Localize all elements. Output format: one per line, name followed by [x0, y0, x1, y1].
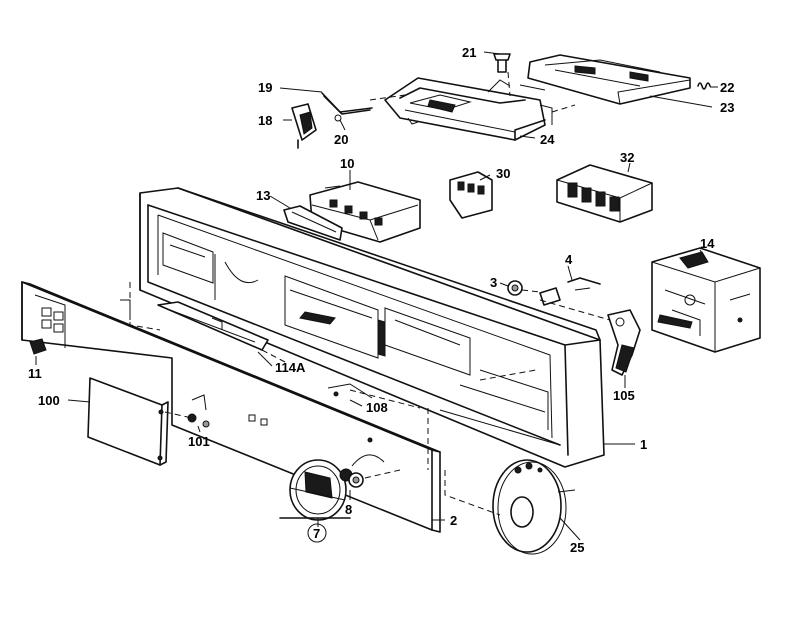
- label-21: 21: [462, 45, 476, 60]
- lever-105: [607, 309, 693, 376]
- spring-22: [697, 82, 711, 90]
- label-32: 32: [620, 150, 634, 165]
- dispenser-lid: [527, 54, 691, 105]
- label-4: 4: [565, 252, 573, 267]
- dispenser-housing: [384, 77, 553, 141]
- label-3: 3: [490, 275, 497, 290]
- selector-knob-7: [279, 459, 351, 521]
- control-panel-frame: [139, 187, 605, 468]
- label-1: 1: [640, 437, 647, 452]
- label-100: 100: [38, 393, 60, 408]
- label-101: 101: [188, 434, 210, 449]
- part-labels: 21 22 23 19 18 20 24 10 30 32 13 14 3 4 …: [28, 45, 734, 555]
- knob-shaft-8: [339, 468, 364, 488]
- label-24: 24: [540, 132, 555, 147]
- timer-module-14: [651, 247, 761, 353]
- spring-clip-108: [327, 383, 373, 399]
- assembly-lines: [129, 71, 611, 516]
- bezel-13: [283, 205, 343, 241]
- label-8: 8: [345, 502, 352, 517]
- cover-plate-100: [87, 377, 169, 466]
- label-23: 23: [720, 100, 734, 115]
- label-25: 25: [570, 540, 584, 555]
- label-22: 22: [720, 80, 734, 95]
- relay-block-32: [556, 164, 653, 223]
- label-18: 18: [258, 113, 272, 128]
- leader-lines: [35, 51, 718, 541]
- trim-strip: [157, 301, 269, 351]
- label-10: 10: [340, 156, 354, 171]
- label-2: 2: [450, 513, 457, 528]
- label-13: 13: [256, 188, 270, 203]
- knob-insert-3: [507, 280, 523, 296]
- hinge-pin: [321, 92, 373, 122]
- label-20: 20: [334, 132, 348, 147]
- fastener-101: [187, 394, 210, 428]
- dial-25: [492, 459, 567, 555]
- label-105: 105: [613, 388, 635, 403]
- label-7-circle: [307, 523, 327, 543]
- bracket-11: [29, 338, 47, 355]
- label-114a: 114A: [275, 360, 306, 375]
- screw-21: [493, 53, 511, 73]
- label-7: 7: [313, 526, 320, 541]
- label-30: 30: [496, 166, 510, 181]
- label-14: 14: [700, 236, 715, 251]
- label-108: 108: [366, 400, 388, 415]
- clip-4: [539, 277, 601, 306]
- label-19: 19: [258, 80, 272, 95]
- latch-clip: [291, 103, 317, 149]
- label-11: 11: [28, 366, 42, 381]
- module-30: [449, 171, 493, 219]
